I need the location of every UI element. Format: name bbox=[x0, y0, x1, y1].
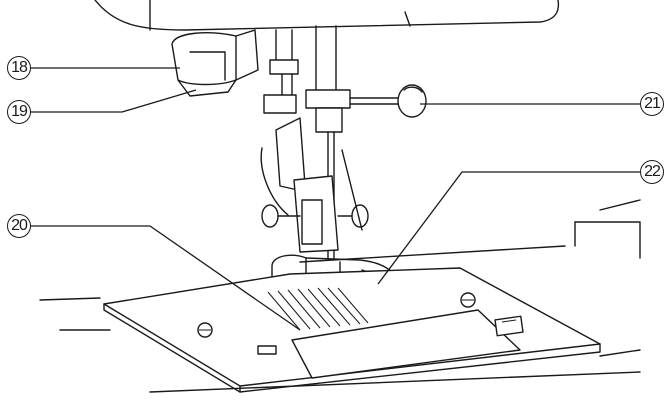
callout-21: 21 bbox=[640, 92, 664, 116]
leader-22 bbox=[377, 171, 640, 285]
machine-head bbox=[94, 0, 560, 31]
machine-bed bbox=[39, 199, 641, 393]
leader-19 bbox=[30, 89, 197, 113]
needle-plate bbox=[103, 267, 601, 393]
presser-foot-shank bbox=[260, 117, 369, 253]
callout-18: 18 bbox=[7, 56, 31, 80]
leader-20 bbox=[30, 225, 301, 331]
callout-22: 22 bbox=[640, 160, 664, 184]
callout-19: 19 bbox=[7, 100, 31, 124]
presser-foot-lever bbox=[171, 29, 259, 97]
needle-clamp bbox=[305, 25, 427, 133]
callout-20: 20 bbox=[7, 214, 31, 238]
presser-bar bbox=[263, 29, 299, 114]
